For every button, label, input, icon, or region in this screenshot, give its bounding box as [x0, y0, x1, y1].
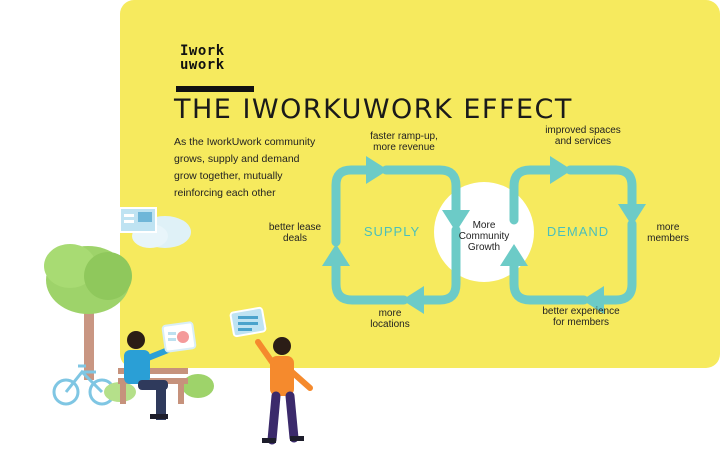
arrowhead — [366, 156, 388, 184]
supply-arrow-bottom-left — [331, 257, 409, 305]
supply-arrow-bottom-right — [415, 225, 461, 305]
supply-bottom-label: more locations — [370, 308, 410, 330]
demand-right-label: more members — [647, 222, 689, 244]
intro-text: As the IworkUwork community grows, suppl… — [174, 136, 316, 199]
person-standing-icon — [255, 337, 313, 445]
demand-arrow-bottom-left — [509, 257, 589, 305]
photo-card-icon — [119, 207, 191, 248]
arrowhead — [322, 244, 350, 266]
logo: Iwork uwork — [180, 44, 225, 72]
arrowhead — [500, 244, 528, 266]
demand-bottom-label: better experience for members — [542, 306, 620, 328]
demand-arrow-bottom-right — [595, 219, 637, 305]
supply-title: SUPPLY — [363, 224, 421, 239]
supply-arrow-top-left — [331, 165, 377, 247]
bicycle-icon — [52, 364, 116, 406]
demand-arrow-top-left — [509, 165, 561, 225]
logo-underline — [176, 86, 254, 92]
arrowhead — [618, 204, 646, 226]
supply-left-label: better lease deals — [268, 222, 322, 244]
demand-arrowheads — [500, 156, 646, 314]
supply-loop — [331, 165, 461, 305]
supply-arrow-top-right — [381, 165, 461, 220]
person-sitting-icon — [124, 331, 171, 420]
center-label: More Community Growth — [458, 220, 510, 253]
chart-card-icon — [161, 321, 197, 353]
supply-top-label: faster ramp-up, more revenue — [370, 131, 438, 153]
arrowhead — [402, 286, 424, 314]
demand-arrow-top-right — [565, 165, 637, 215]
arrowhead — [582, 286, 604, 314]
demand-loop — [509, 165, 637, 305]
logo-line-2: uwork — [180, 57, 225, 73]
demand-top-label: improved spaces and services — [545, 125, 621, 147]
demand-title: DEMAND — [546, 224, 610, 239]
arrowhead — [550, 156, 572, 184]
arrowhead — [442, 210, 470, 232]
supply-arrowheads — [322, 156, 470, 314]
document-card-icon — [229, 306, 267, 338]
tree-icon — [44, 244, 132, 380]
logo-line-1: Iwork — [180, 43, 225, 59]
page-title: THE IWORKUWORK EFFECT — [174, 94, 573, 125]
